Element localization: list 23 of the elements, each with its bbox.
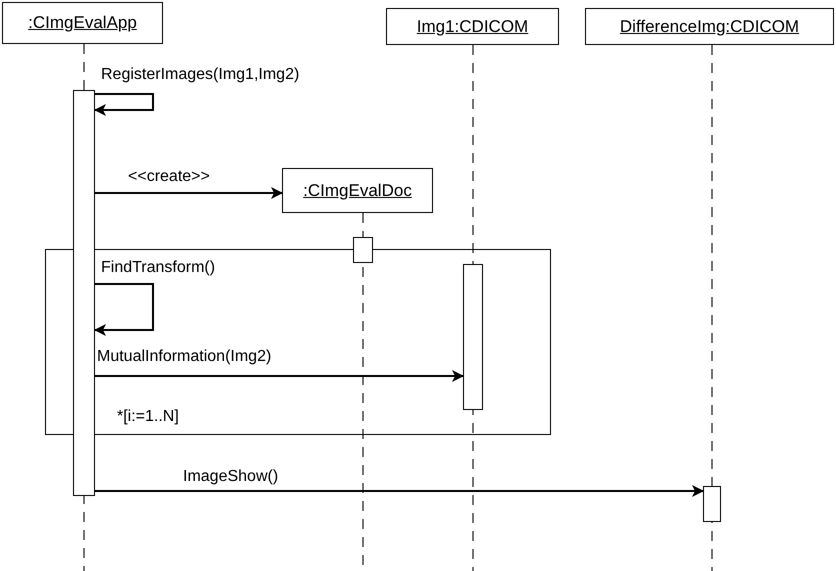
lifeline-head-box: [585, 8, 834, 45]
message-arrow: [95, 187, 283, 199]
object-name: :CImgEvalApp: [28, 13, 137, 33]
activation-bar: [703, 486, 721, 522]
self-message-arrow: [94, 283, 154, 336]
guard-condition: *[i:=1..N]: [117, 408, 179, 426]
object-name: :CImgEvalDoc: [303, 180, 412, 200]
lifeline-head-box: [2, 2, 163, 44]
object-name: DifferenceImg:CDICOM: [620, 16, 800, 36]
object-name: Img1:CDICOM: [416, 16, 528, 36]
lifeline-head-box: [386, 8, 559, 45]
message-label: RegisterImages(Img1,Img2): [101, 66, 300, 84]
message-label: <<create>>: [128, 168, 210, 186]
message-label: FindTransform(): [101, 259, 216, 277]
self-message-arrow: [94, 93, 154, 116]
lifeline-head-box: [282, 168, 433, 213]
activation-bar: [73, 90, 95, 496]
activation-bar: [353, 237, 373, 263]
message-label: ImageShow(): [183, 468, 278, 486]
message-arrow: [95, 370, 464, 382]
message-label: MutualInformation(Img2): [97, 348, 272, 366]
message-arrow: [95, 485, 704, 497]
activation-bar: [463, 264, 483, 410]
